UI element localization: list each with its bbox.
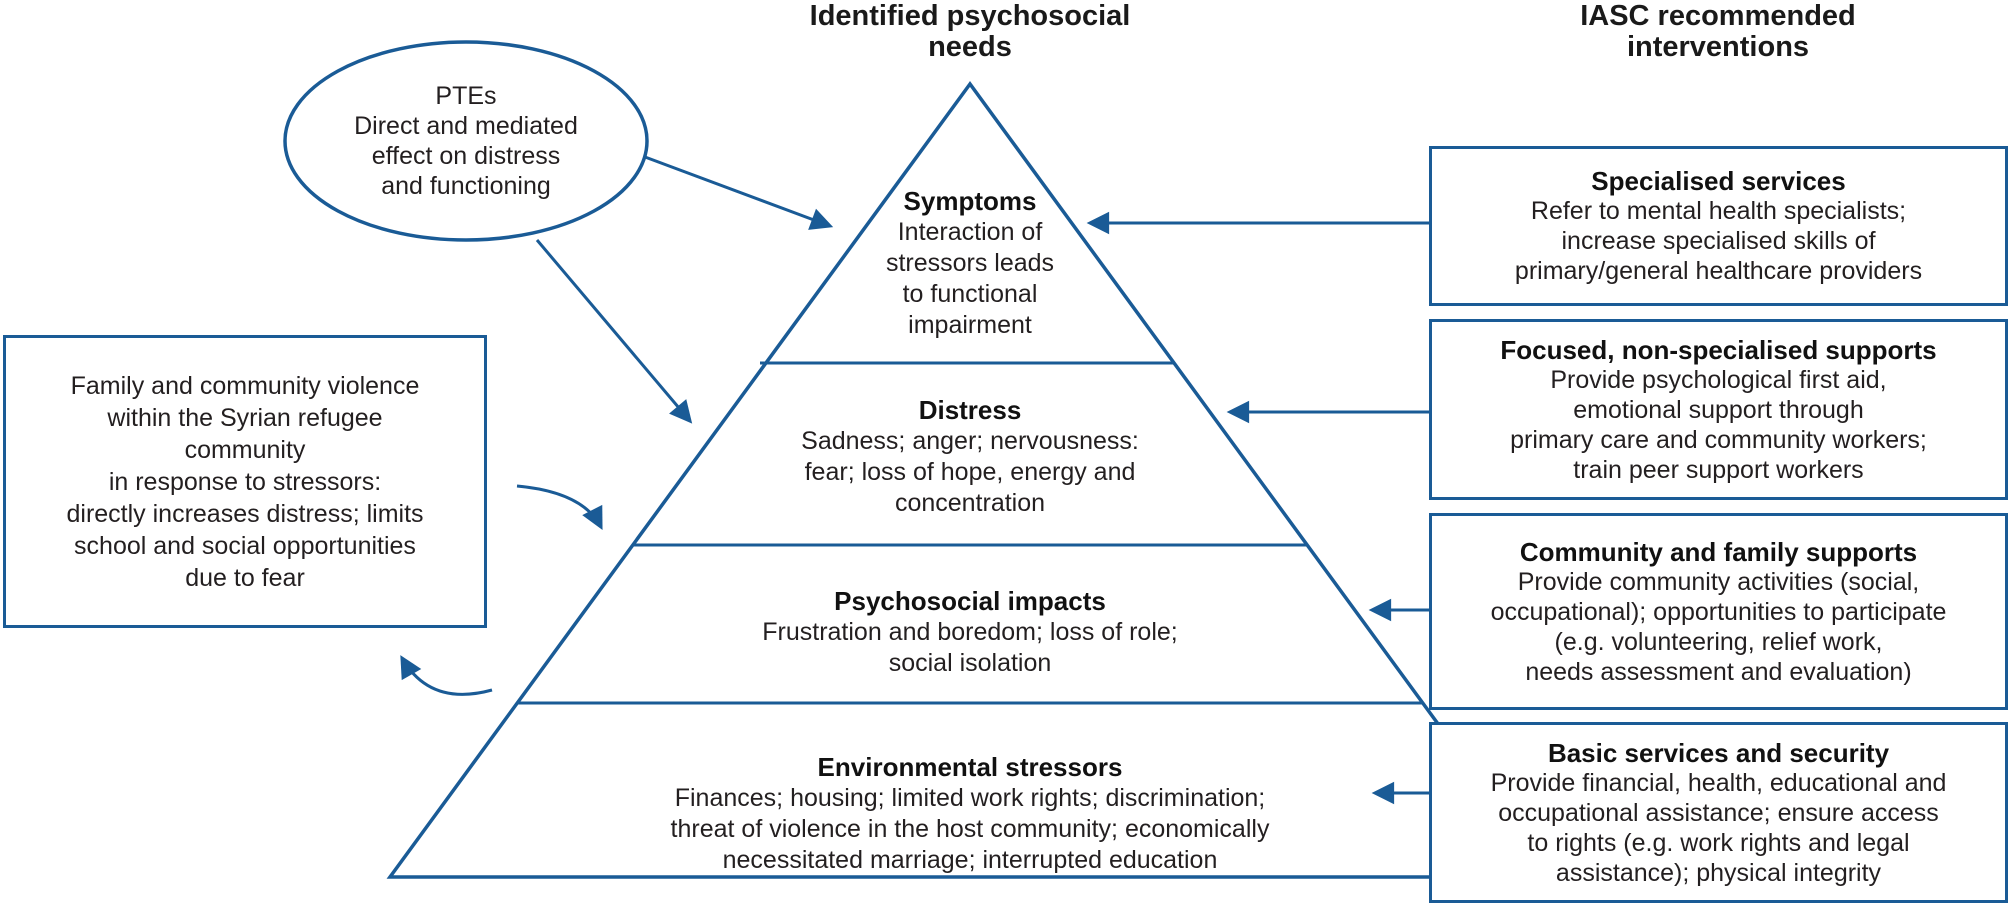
intervention-body: Provide community activities (social, oc… — [1490, 567, 1947, 686]
intervention-body: Provide financial, health, educational a… — [1490, 768, 1947, 887]
arrow-pte-to-distress — [535, 239, 693, 424]
arrow-violence-to-pyramid — [516, 484, 603, 531]
intervention-title: Focused, non-specialised supports — [1500, 334, 1937, 365]
family-violence-box: Family and community violence within the… — [3, 335, 487, 628]
intervention-body: Provide psychological first aid, emotion… — [1510, 365, 1927, 484]
pte-ellipse-label: PTEs Direct and mediated effect on distr… — [354, 82, 578, 200]
arrow-pyramid-to-violence — [400, 655, 493, 696]
intervention-box-focused: Focused, non-specialised supports Provid… — [1429, 319, 2008, 500]
pyramid-level-body: Interaction of stressors leads to functi… — [885, 218, 1055, 339]
arrow-pte-to-symptoms — [644, 155, 834, 230]
intervention-body: Refer to mental health specialists; incr… — [1514, 197, 1923, 285]
intervention-title: Basic services and security — [1547, 737, 1890, 768]
pyramid-level-body: Frustration and boredom; loss of role; s… — [762, 618, 1178, 677]
pyramid-level-environmental: Environmental stressors Finances; housin… — [590, 752, 1350, 876]
header-iasc-interventions: IASC recommended interventions — [1580, 0, 1856, 63]
pyramid-level-psychosocial: Psychosocial impacts Frustration and bor… — [670, 586, 1270, 679]
pte-ellipse — [283, 40, 649, 242]
intervention-title: Specialised services — [1591, 166, 1846, 196]
pyramid-level-title: Symptoms — [903, 186, 1037, 216]
pyramid-level-title: Environmental stressors — [817, 752, 1123, 782]
pyramid-level-title: Psychosocial impacts — [834, 586, 1106, 616]
pyramid-level-body: Finances; housing; limited work rights; … — [670, 784, 1270, 874]
pyramid-level-body: Sadness; anger; nervousness: fear; loss … — [801, 427, 1139, 517]
intervention-box-specialised: Specialised services Refer to mental hea… — [1429, 146, 2008, 306]
pyramid-outline — [386, 81, 1554, 879]
header-identified-needs: Identified psychosocial needs — [809, 0, 1131, 63]
pyramid-level-symptoms: Symptoms Interaction of stressors leads … — [820, 186, 1120, 341]
pyramid-level-title: Distress — [918, 395, 1022, 425]
intervention-title: Community and family supports — [1519, 536, 1918, 567]
intervention-box-basic: Basic services and security Provide fina… — [1429, 722, 2008, 903]
pyramid-level-distress: Distress Sadness; anger; nervousness: fe… — [730, 395, 1210, 519]
intervention-box-community: Community and family supports Provide co… — [1429, 513, 2008, 710]
